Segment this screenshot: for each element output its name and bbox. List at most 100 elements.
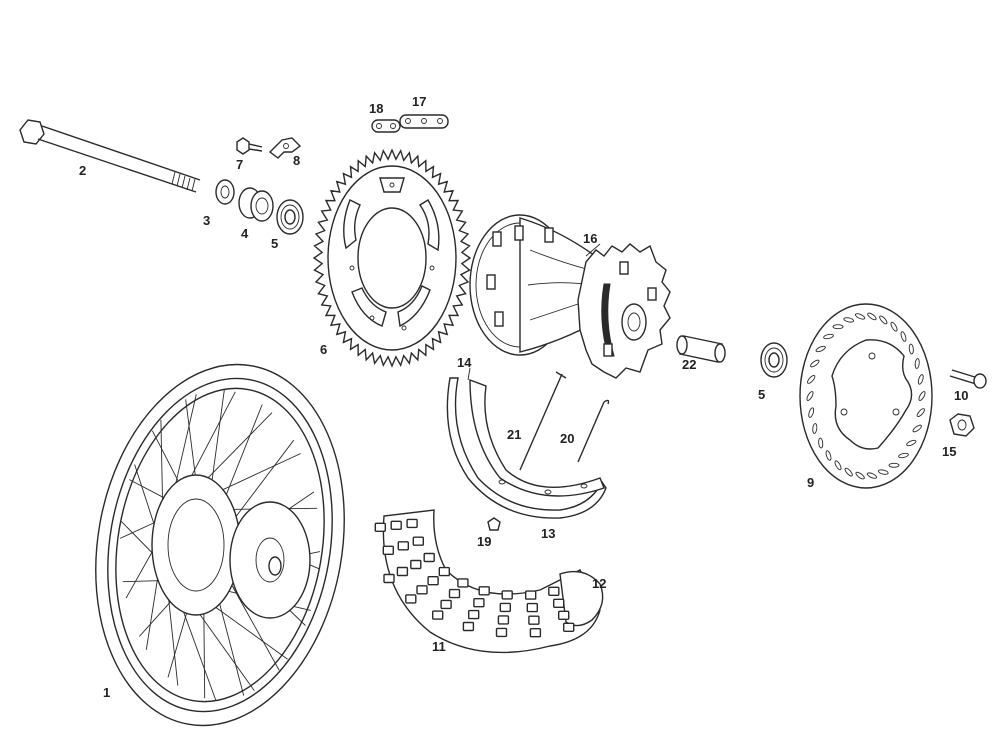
wheel-bearing-left — [276, 199, 304, 235]
spacer-bushing — [238, 187, 274, 222]
wheel-spoke — [211, 603, 288, 660]
tread-block — [528, 615, 540, 625]
disc-slot — [917, 374, 924, 385]
disc-slot — [812, 423, 818, 434]
callout-13: 13 — [541, 526, 556, 541]
callout-22: 22 — [682, 357, 697, 372]
disc-slot — [877, 469, 889, 475]
disc-slot — [844, 467, 853, 477]
tread-block — [448, 588, 461, 599]
disc-slot — [855, 313, 866, 320]
disc-slot — [815, 345, 826, 353]
tread-block — [462, 621, 475, 632]
callout-7: 7 — [236, 157, 244, 172]
tread-block — [529, 628, 542, 638]
tread-block — [432, 610, 444, 620]
wheel-spoke — [134, 464, 158, 533]
spoke-long — [519, 371, 567, 471]
disc-slot — [900, 331, 907, 342]
wheel-spoke — [119, 520, 160, 539]
wheel-spoke — [138, 597, 175, 637]
callout-12: 12 — [592, 576, 607, 591]
callout-11: 11 — [432, 639, 446, 654]
callout-5a: 5 — [271, 236, 279, 251]
callout-6: 6 — [320, 342, 328, 357]
disc-slot — [918, 391, 926, 401]
disc-slot — [867, 312, 877, 321]
disc-slot — [914, 358, 920, 369]
wheel-spoke — [210, 390, 225, 486]
disc-slot — [912, 424, 922, 433]
callout-17: 17 — [412, 94, 427, 109]
wheel-spoke — [218, 453, 301, 493]
disc-nut — [949, 413, 975, 437]
tread-block — [478, 586, 490, 596]
disc-slot — [825, 450, 832, 461]
tread-block — [406, 518, 418, 529]
wheel-spoke — [203, 607, 206, 699]
disc-slot — [879, 315, 888, 325]
callout-19: 19 — [477, 534, 492, 549]
wheel-spoke — [173, 394, 197, 492]
tread-block — [416, 585, 428, 595]
brake-disc — [799, 303, 933, 489]
tread-block — [526, 602, 538, 613]
tread-block — [501, 590, 513, 600]
disc-slot — [823, 333, 834, 340]
disc-slot — [818, 437, 824, 449]
callout-14: 14 — [457, 355, 472, 370]
disc-slot — [890, 321, 898, 332]
callout-16: 16 — [583, 231, 598, 246]
axle — [19, 119, 201, 193]
disc-slot — [832, 324, 844, 330]
callout-9: 9 — [807, 475, 815, 490]
callout-2: 2 — [79, 163, 87, 178]
tread-block — [397, 541, 409, 551]
disc-slot — [855, 471, 865, 480]
disc-bolt — [949, 369, 987, 389]
wheel-spoke — [167, 590, 179, 686]
callout-8: 8 — [293, 153, 301, 168]
wheel-spoke — [129, 479, 168, 501]
wheel-spoke — [223, 404, 263, 500]
spoke-nipple — [487, 517, 501, 531]
disc-slot — [807, 375, 816, 384]
tread-block — [473, 598, 485, 608]
wheel-spoke — [145, 569, 160, 650]
tread-block — [495, 627, 508, 638]
disc-slot — [843, 317, 855, 323]
wheel-spoke — [217, 598, 245, 696]
tread-block — [553, 598, 565, 608]
small-bolt — [236, 137, 263, 155]
disc-slot — [834, 460, 842, 471]
disc-slot — [810, 359, 820, 368]
disc-slot — [866, 472, 877, 479]
spoke-short — [577, 399, 610, 463]
wheel-spoke — [232, 439, 295, 521]
tread-block — [405, 594, 417, 604]
tread-block — [499, 602, 511, 613]
callout-18: 18 — [369, 101, 384, 116]
assembled-wheel — [95, 363, 345, 727]
wheel-spoke — [167, 607, 189, 678]
tread-block — [548, 586, 560, 596]
wheel-spoke — [125, 544, 157, 599]
callout-1: 1 — [103, 685, 111, 700]
tread-block — [563, 622, 575, 632]
tread-block — [427, 576, 439, 586]
tyre — [374, 509, 604, 654]
wheel-spoke — [185, 399, 197, 482]
wheel-spoke — [203, 412, 273, 483]
tread-block — [423, 552, 435, 563]
rim-band — [446, 377, 607, 519]
disc-slot — [898, 452, 909, 459]
callout-10: 10 — [954, 388, 969, 403]
disc-slot — [916, 408, 925, 417]
disc-slot — [906, 439, 917, 447]
wheel-spoke — [195, 608, 255, 691]
tread-block — [374, 522, 386, 532]
wheel-spoke — [160, 419, 164, 510]
tread-block — [396, 566, 409, 577]
wheel-spoke — [151, 430, 182, 487]
